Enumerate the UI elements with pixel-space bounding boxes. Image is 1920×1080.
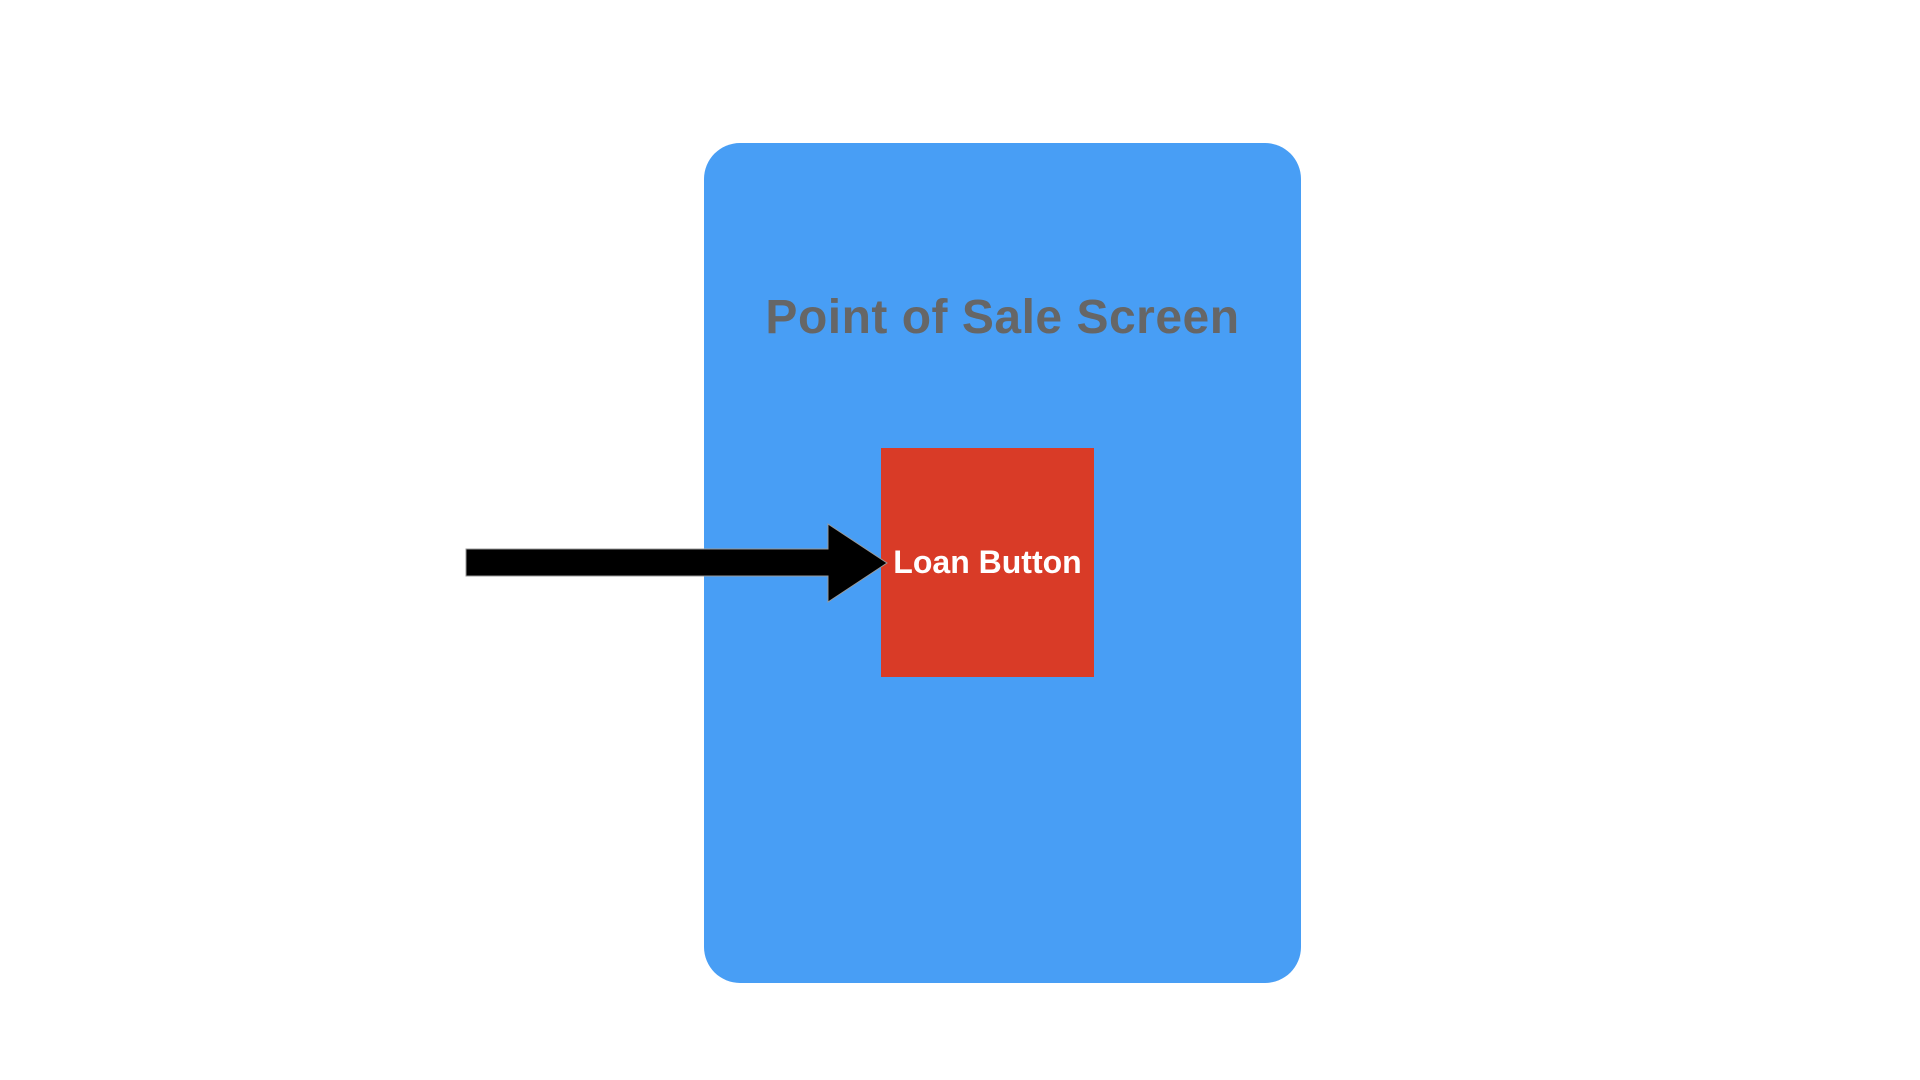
right-arrow-shape (465, 523, 888, 603)
loan-button[interactable]: Loan Button (881, 448, 1094, 677)
right-arrow-icon (465, 523, 888, 603)
pos-screen-title: Point of Sale Screen (765, 291, 1240, 344)
